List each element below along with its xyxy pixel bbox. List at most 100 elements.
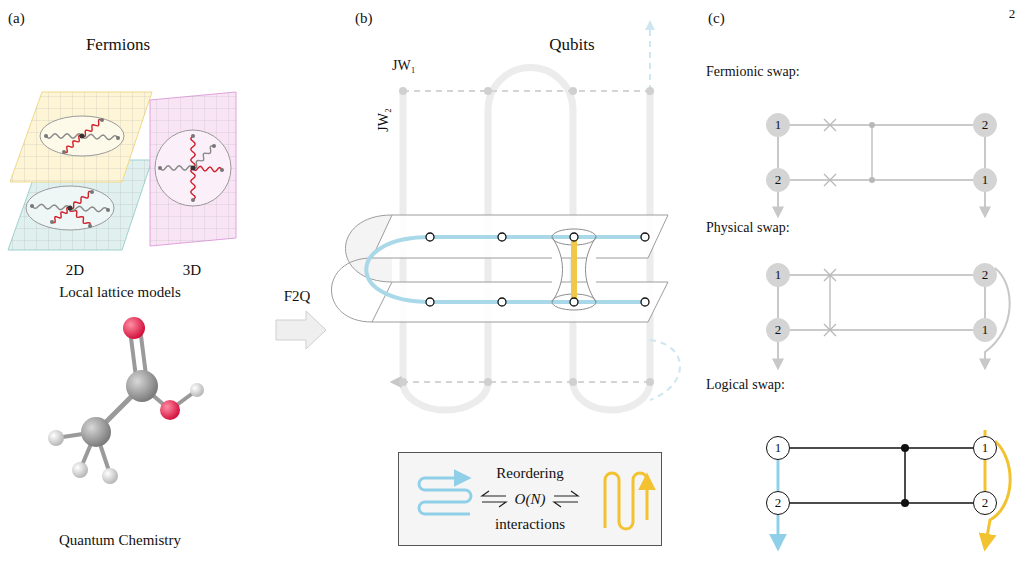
drawing-part	[398, 452, 662, 546]
drawing-part	[484, 87, 492, 95]
qubit-number: 1	[982, 172, 989, 188]
qubit-number: 2	[775, 322, 782, 338]
drawing-part	[552, 237, 596, 302]
interaction-line	[193, 146, 214, 168]
drawing-part	[777, 515, 780, 548]
drawing-part	[403, 382, 488, 410]
interaction-line	[160, 166, 193, 170]
site-dot	[106, 208, 110, 212]
qubit-circle: 2	[766, 318, 790, 342]
site-dot	[191, 166, 196, 171]
interaction-line	[191, 168, 195, 200]
lattice-panel-2d-upper	[10, 92, 152, 182]
site-dot	[116, 136, 120, 140]
drawing-part	[426, 298, 434, 306]
drawing-part	[829, 275, 830, 330]
drawing-part	[569, 378, 577, 386]
qubit-circle: 1	[973, 168, 997, 192]
qubit-number: 2	[982, 117, 989, 133]
site-dot	[191, 198, 195, 202]
reordering-icons	[398, 452, 662, 546]
drawing-part	[190, 383, 204, 397]
connector	[984, 460, 987, 491]
site-dot	[88, 224, 92, 228]
drawing-part	[123, 317, 145, 339]
drawing-part	[646, 87, 654, 95]
drawing-part	[366, 237, 645, 302]
interaction-line	[32, 204, 70, 209]
panel-caption: Quantum Chemistry	[59, 532, 181, 549]
site-dot	[212, 144, 216, 148]
drawing-part	[484, 378, 492, 386]
qubit-circle: 1	[766, 113, 790, 137]
connector	[984, 137, 986, 168]
drawing-part	[72, 462, 88, 478]
qubit-number: 2	[775, 495, 782, 511]
interaction-lines	[30, 118, 224, 228]
panel-caption: 3D	[183, 262, 201, 279]
qubit-circle: 2	[766, 168, 790, 192]
qubit-sheets	[332, 215, 669, 322]
qubit-circle: 1	[973, 436, 997, 460]
drawing-part	[102, 468, 118, 484]
connector	[777, 137, 779, 168]
map-arrow	[276, 311, 326, 349]
drawing-part	[824, 119, 836, 186]
site-dot	[90, 190, 94, 194]
drawing-part	[399, 87, 407, 95]
drawing-part	[571, 237, 577, 302]
drawing-part	[605, 473, 647, 529]
qubit-number: 2	[775, 172, 782, 188]
path-label: JW₁	[392, 58, 416, 74]
drawing-part	[777, 192, 779, 216]
qubit-number: 1	[982, 322, 989, 338]
drawing-part	[641, 298, 649, 306]
path-label: JW₂	[376, 108, 392, 132]
site-dot	[68, 206, 73, 211]
site-dot	[191, 134, 195, 138]
drawing-part	[81, 417, 111, 447]
panel-label: (a)	[8, 10, 25, 27]
drawing-part	[482, 491, 506, 496]
site-dot	[62, 150, 66, 154]
lattice-panel-3d	[150, 92, 236, 246]
drawing-part	[10, 92, 152, 182]
drawing-part	[482, 502, 506, 507]
drawing-part	[573, 382, 650, 410]
qubit-number: 2	[982, 267, 989, 283]
connector	[790, 502, 973, 504]
drawing-part	[570, 298, 578, 306]
connector	[790, 274, 973, 275]
qubit-number: 2	[982, 495, 989, 511]
site-dot	[158, 166, 162, 170]
section-label: Physical swap:	[706, 220, 790, 236]
drawing-part	[392, 381, 650, 383]
qubit-number: 1	[775, 267, 782, 283]
panel-caption: 2D	[66, 262, 84, 279]
drawing-part	[554, 502, 578, 507]
interaction-line	[70, 206, 108, 211]
site-dot	[220, 168, 224, 172]
panel-caption: Local lattice models	[59, 284, 181, 301]
drawing-part	[569, 87, 577, 95]
drawing-part	[871, 125, 872, 180]
drawing-part	[904, 448, 906, 503]
drawing-part	[10, 92, 152, 182]
box-text: Reordering	[496, 465, 563, 482]
qubit-number: 1	[982, 440, 989, 456]
interaction-line	[191, 136, 195, 168]
drawing-part	[48, 430, 64, 446]
box-text: O(N)	[515, 491, 546, 508]
site-dot	[44, 134, 48, 138]
drawing-part	[150, 92, 236, 246]
drawing-part	[403, 90, 650, 92]
site-dot	[30, 204, 34, 208]
drawing-part	[126, 370, 158, 402]
section-label: Fermionic swap:	[706, 64, 800, 80]
qubit-number: 1	[775, 440, 782, 456]
drawing-part	[777, 342, 779, 368]
drawing-part	[160, 400, 180, 420]
process-box: ReorderingO(N)interactions	[398, 452, 662, 546]
